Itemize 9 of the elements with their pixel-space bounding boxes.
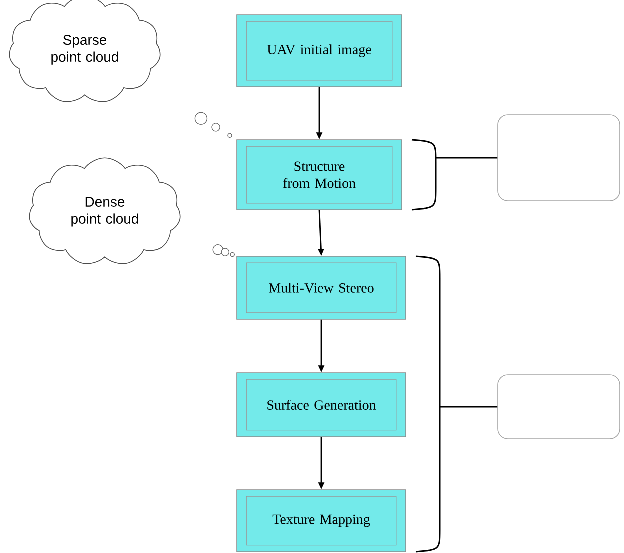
process-box: Structure from Motion	[236, 140, 402, 210]
rounded-box	[498, 114, 620, 202]
process-box: Surface Generation	[236, 372, 406, 438]
process-box: UAV initial image	[236, 14, 402, 88]
process-box: Texture Mapping	[236, 490, 406, 552]
thought-cloud: Sparse point cloud	[9, 0, 161, 102]
process-box: Multi-View Stereo	[236, 256, 406, 320]
rounded-box	[498, 374, 620, 440]
thought-cloud: Dense point cloud	[29, 158, 181, 264]
